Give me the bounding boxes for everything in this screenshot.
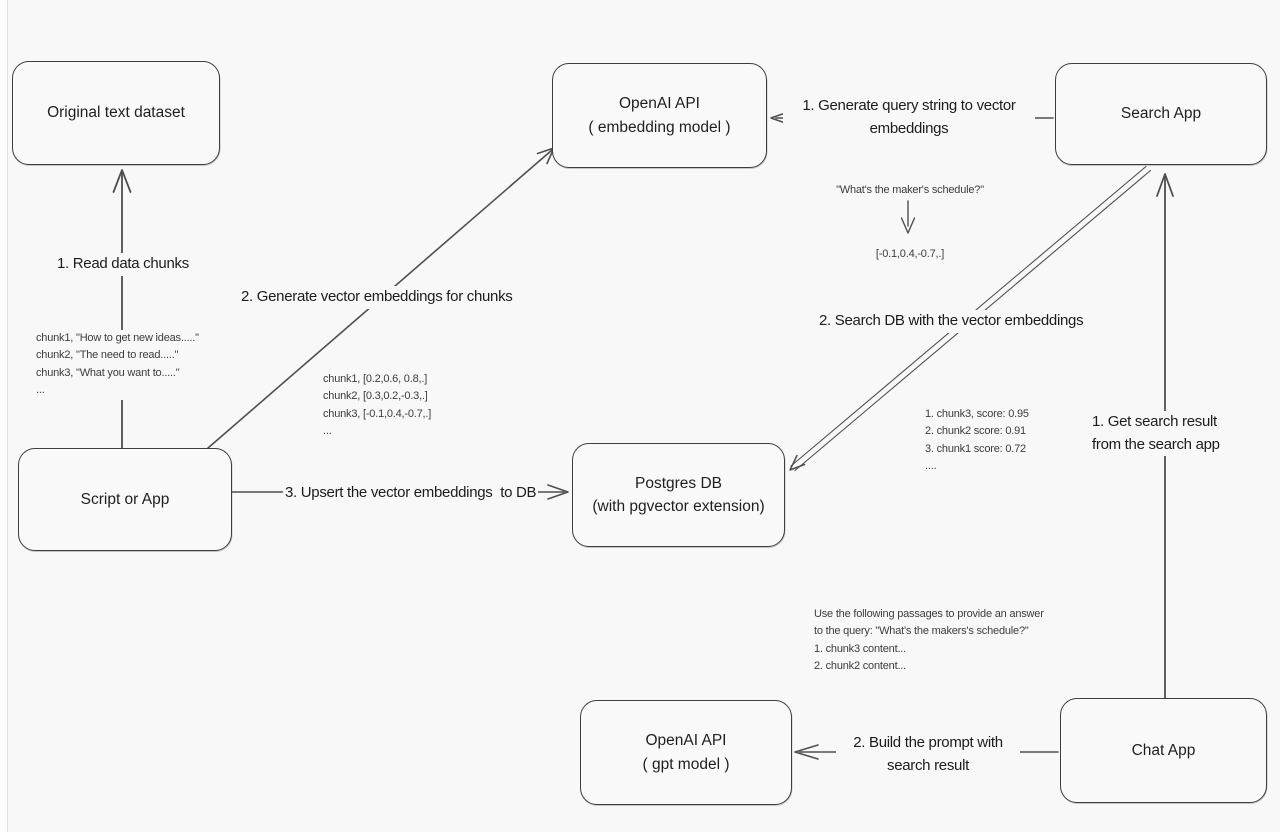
node-original-text-dataset: Original text dataset	[12, 61, 220, 165]
arrow-query-string-to-embedding	[900, 200, 916, 234]
annotation-prompt-text: Use the following passages to provide an…	[812, 606, 1046, 676]
arrow-read-data-chunks	[112, 169, 132, 449]
edge-label-upsert-embeddings: 3. Upsert the vector embeddings to DB	[283, 482, 539, 505]
edge-label-query-to-vector: 1. Generate query string to vector embed…	[783, 95, 1035, 140]
annotation-chunk-vectors: chunk1, [0.2,0.6, 0.8,.] chunk2, [0.3,0.…	[321, 371, 434, 441]
edge-label-build-prompt: 2. Build the prompt with search result	[836, 732, 1020, 777]
annotation-search-scores: 1. chunk3, score: 0.95 2. chunk2 score: …	[923, 406, 1031, 476]
node-postgres-db: Postgres DB (with pgvector extension)	[572, 443, 785, 547]
edge-label-read-data-chunks: 1. Read data chunks	[55, 253, 191, 276]
edge-label-search-db: 2. Search DB with the vector embeddings	[817, 310, 1086, 333]
node-openai-api-gpt-label: OpenAI API ( gpt model )	[642, 732, 730, 773]
node-chat-app-label: Chat App	[1131, 741, 1196, 759]
annotation-query-vector: [-0.1,0.4,-0.7,.]	[846, 246, 974, 264]
node-search-app-label: Search App	[1120, 105, 1202, 123]
node-openai-api-embedding-label: OpenAI API ( embedding model )	[588, 95, 731, 136]
annotation-chunk-texts: chunk1, "How to get new ideas....." chun…	[34, 330, 201, 400]
node-postgres-db-label: Postgres DB (with pgvector extension)	[592, 474, 765, 515]
node-openai-api-gpt: OpenAI API ( gpt model )	[580, 700, 792, 805]
edge-label-get-search-result: 1. Get search result from the search app	[1090, 411, 1222, 456]
node-script-or-app-label: Script or App	[80, 490, 170, 508]
node-script-or-app: Script or App	[18, 448, 232, 551]
annotation-query-string: "What's the maker's schedule?"	[818, 182, 1002, 200]
node-original-text-dataset-label: Original text dataset	[47, 104, 185, 122]
canvas-edge	[0, 0, 8, 832]
node-openai-api-embedding: OpenAI API ( embedding model )	[552, 63, 767, 168]
node-chat-app: Chat App	[1060, 698, 1267, 803]
node-search-app: Search App	[1055, 63, 1267, 165]
edge-label-generate-embeddings: 2. Generate vector embeddings for chunks	[239, 286, 515, 309]
